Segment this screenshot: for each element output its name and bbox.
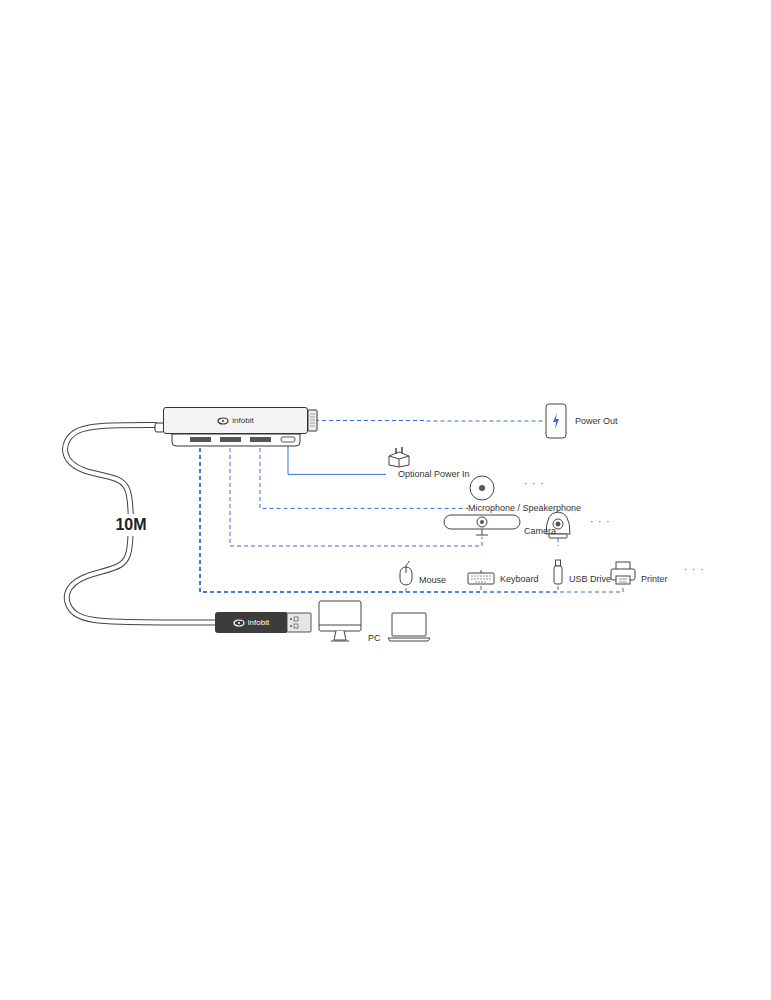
hub-body: infobit [163, 407, 308, 434]
camera-device: Camera [442, 513, 556, 537]
keyboard-device: Keyboard [467, 569, 539, 585]
micro-usb-port [281, 437, 295, 442]
device-label: Camera [524, 526, 556, 537]
usb-drive-device: USB Drive [553, 559, 611, 585]
device-icon [467, 569, 495, 585]
pc-group: PC [318, 600, 431, 644]
usb-link [200, 434, 623, 592]
device-icon [386, 446, 412, 468]
device-label: PC [368, 633, 381, 644]
usb-cable [65, 425, 215, 623]
device-label: infobit [248, 618, 269, 628]
device-icon [217, 417, 232, 425]
usb-link [200, 434, 406, 592]
device-icon [233, 619, 248, 627]
ptz-leader [558, 538, 559, 546]
connector-group [200, 434, 481, 592]
power-adapter: Optional Power In [386, 446, 470, 480]
device-label: Keyboard [500, 574, 539, 585]
mouse-device: Mouse [398, 560, 446, 586]
more-devices-ellipsis: · · · [524, 478, 545, 489]
cable-length-label: 10M [113, 514, 148, 536]
more-devices-ellipsis: · · · [590, 516, 611, 527]
usb-c-connector [308, 410, 317, 431]
phone-device: Power Out [545, 403, 618, 439]
device-icon [610, 561, 636, 585]
device-label: Printer [641, 574, 668, 585]
device-icon [387, 610, 431, 644]
device-icon [442, 513, 522, 537]
connector-group [200, 434, 406, 592]
usb-port [220, 437, 241, 442]
more-devices-ellipsis: · · · [684, 564, 705, 575]
device-icon [398, 560, 414, 586]
connector-group [65, 425, 215, 623]
usb-plug-tip [287, 613, 311, 632]
usb-link [308, 420, 545, 422]
usb-port [190, 437, 211, 442]
device-label: Power Out [575, 416, 618, 427]
printer-device: Printer [610, 561, 668, 585]
usb-plug-body: infobit [215, 612, 287, 633]
device-icon [545, 403, 567, 439]
hub-port-sheath [172, 434, 300, 446]
usb-cable-core [65, 425, 215, 623]
device-label: Mouse [419, 575, 446, 586]
device-label: Optional Power In [398, 469, 470, 480]
device-label: Microphone / Speakerphone [468, 503, 581, 514]
connector-group [308, 420, 545, 422]
device-icon [553, 559, 563, 585]
power-line [288, 434, 386, 474]
connector-group [230, 434, 482, 546]
connector-group [200, 434, 623, 592]
device-icon [468, 474, 496, 502]
device-label: infobit [232, 416, 253, 426]
device-icon [318, 600, 362, 644]
usb-port [250, 437, 271, 442]
device-label: USB Drive [569, 574, 611, 585]
connector-group [288, 434, 386, 474]
usb-link [230, 434, 482, 546]
usb-link [200, 434, 481, 592]
